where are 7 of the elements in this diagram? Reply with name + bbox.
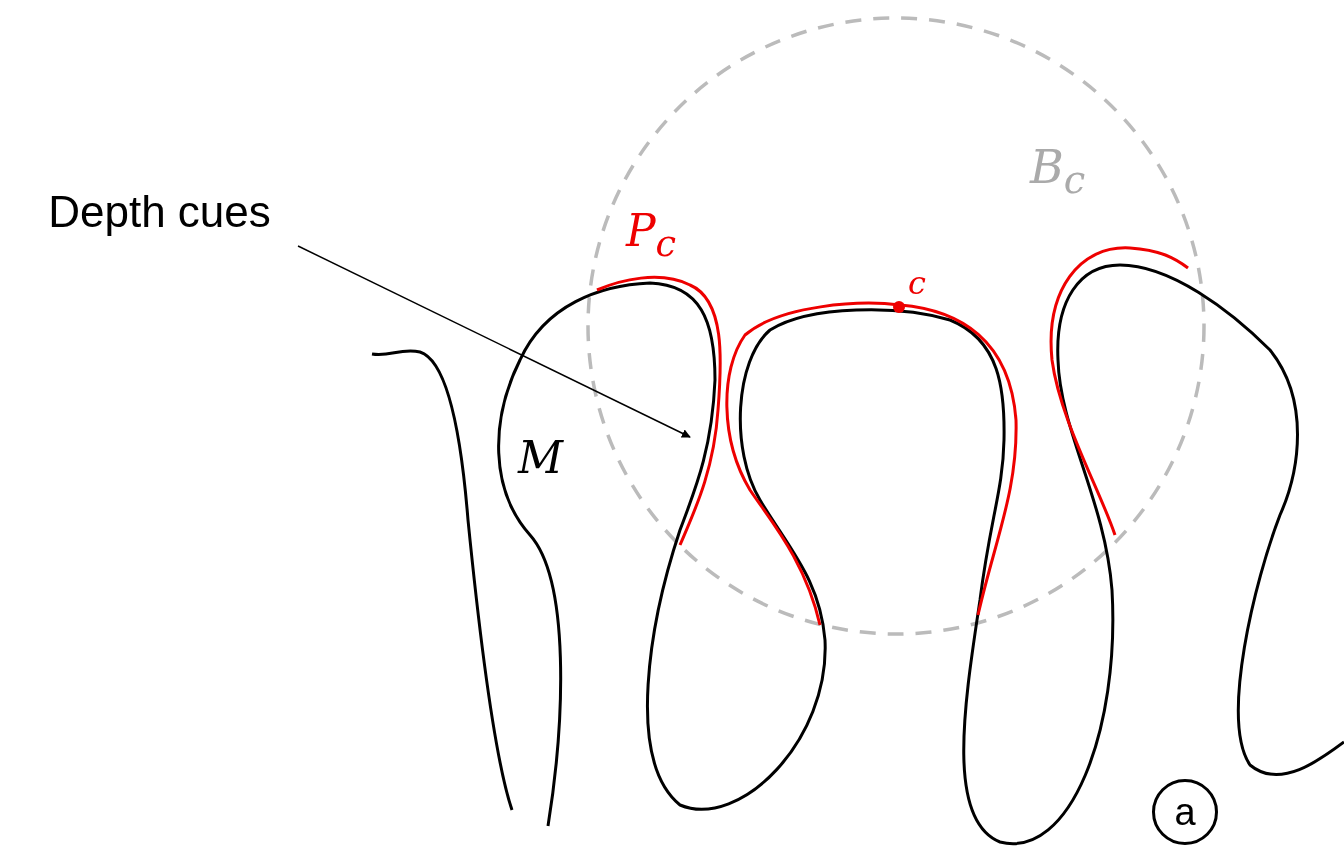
- leader-arrow: [297, 245, 691, 438]
- callout-text: Depth cues: [22, 186, 297, 238]
- ball-label: B$_{c}$: [1030, 140, 1086, 203]
- point-label: c: [908, 264, 926, 302]
- surface-label: M: [518, 432, 564, 483]
- curve-drawing: [371, 16, 1344, 845]
- patch-label: P$_{c}$: [626, 205, 677, 265]
